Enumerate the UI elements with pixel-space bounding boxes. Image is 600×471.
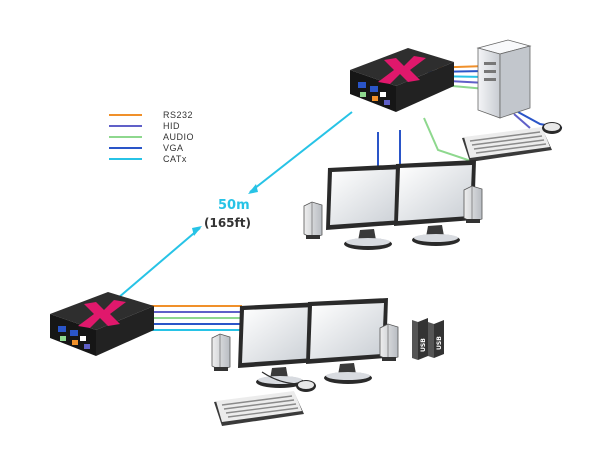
arrow-head-icon bbox=[248, 184, 258, 194]
legend-label-hid: HID bbox=[163, 121, 180, 131]
usb-device-icon: USB bbox=[428, 320, 444, 358]
monitor-icon bbox=[306, 298, 388, 384]
arrow-head-icon bbox=[192, 226, 202, 236]
usb-device-icon: USB bbox=[412, 318, 428, 360]
catx-link bbox=[117, 111, 353, 299]
legend-label-catx: CATx bbox=[163, 154, 187, 164]
distance-feet: (165ft) bbox=[204, 216, 251, 230]
tower-pc-icon bbox=[476, 39, 532, 119]
usb-label: USB bbox=[420, 338, 427, 352]
remote-cables bbox=[150, 305, 242, 331]
legend-item-vga: VGA bbox=[109, 143, 184, 153]
speaker-icon bbox=[211, 333, 231, 372]
speaker-icon bbox=[379, 323, 399, 362]
kvm-extender-icon bbox=[50, 292, 154, 356]
mouse-icon bbox=[542, 122, 562, 134]
legend-item-catx: CATx bbox=[109, 154, 187, 164]
speaker-icon bbox=[303, 201, 323, 240]
usb-label: USB bbox=[436, 336, 443, 350]
distance-meters: 50m bbox=[218, 198, 250, 213]
keyboard-icon bbox=[461, 126, 553, 163]
keyboard-icon bbox=[213, 390, 305, 427]
kvm-extender-icon bbox=[350, 48, 454, 112]
legend-label-rs232: RS232 bbox=[163, 110, 193, 120]
legend-label-audio: AUDIO bbox=[163, 132, 194, 142]
legend-label-vga: VGA bbox=[163, 143, 184, 153]
legend-item-hid: HID bbox=[109, 121, 180, 131]
legend: RS232 HID AUDIO VGA CATx bbox=[109, 110, 194, 164]
legend-item-rs232: RS232 bbox=[109, 110, 193, 120]
mouse-icon bbox=[296, 380, 316, 392]
legend-item-audio: AUDIO bbox=[109, 132, 194, 142]
speaker-icon bbox=[463, 185, 483, 224]
